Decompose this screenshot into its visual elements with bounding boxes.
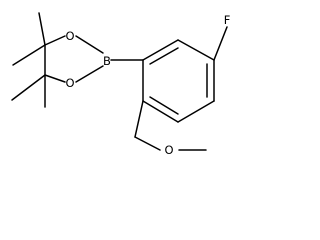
bond-ring-double-1 — [149, 47, 179, 65]
chemical-structure: F B O O O — [11, 12, 231, 157]
bond-o-c-upper — [44, 35, 66, 46]
atom-label-fluorine: F — [224, 13, 231, 27]
bond-methyl-lower-1 — [11, 74, 46, 101]
bond-ring-c1-c2 — [142, 39, 179, 61]
atom-label-oxygen-upper: O — [65, 29, 74, 43]
benzene-ring — [142, 39, 215, 123]
bond-ring-double-3 — [149, 96, 179, 115]
bond-b-o-upper — [75, 35, 104, 54]
bond-methyl-upper-1 — [38, 12, 46, 46]
bond-ch2-o — [134, 136, 161, 151]
bond-o-c-lower — [44, 74, 66, 83]
atom-label-boron: B — [103, 54, 111, 68]
bond-ring-c5-c6 — [142, 100, 179, 123]
bond-b-o-lower — [75, 65, 104, 83]
bond-ring-c2-c3 — [177, 39, 215, 61]
bond-ring-ch2 — [134, 100, 144, 138]
bond-methyl-upper-2 — [12, 44, 46, 66]
bond-ring-c4-c5 — [177, 100, 215, 123]
bond-c-f — [213, 26, 228, 61]
atom-label-oxygen-lower: O — [65, 76, 74, 90]
methoxymethyl-group — [134, 100, 207, 151]
pinacol-boronate-ring — [11, 12, 104, 108]
atom-label-oxygen-ether: O — [164, 143, 173, 157]
